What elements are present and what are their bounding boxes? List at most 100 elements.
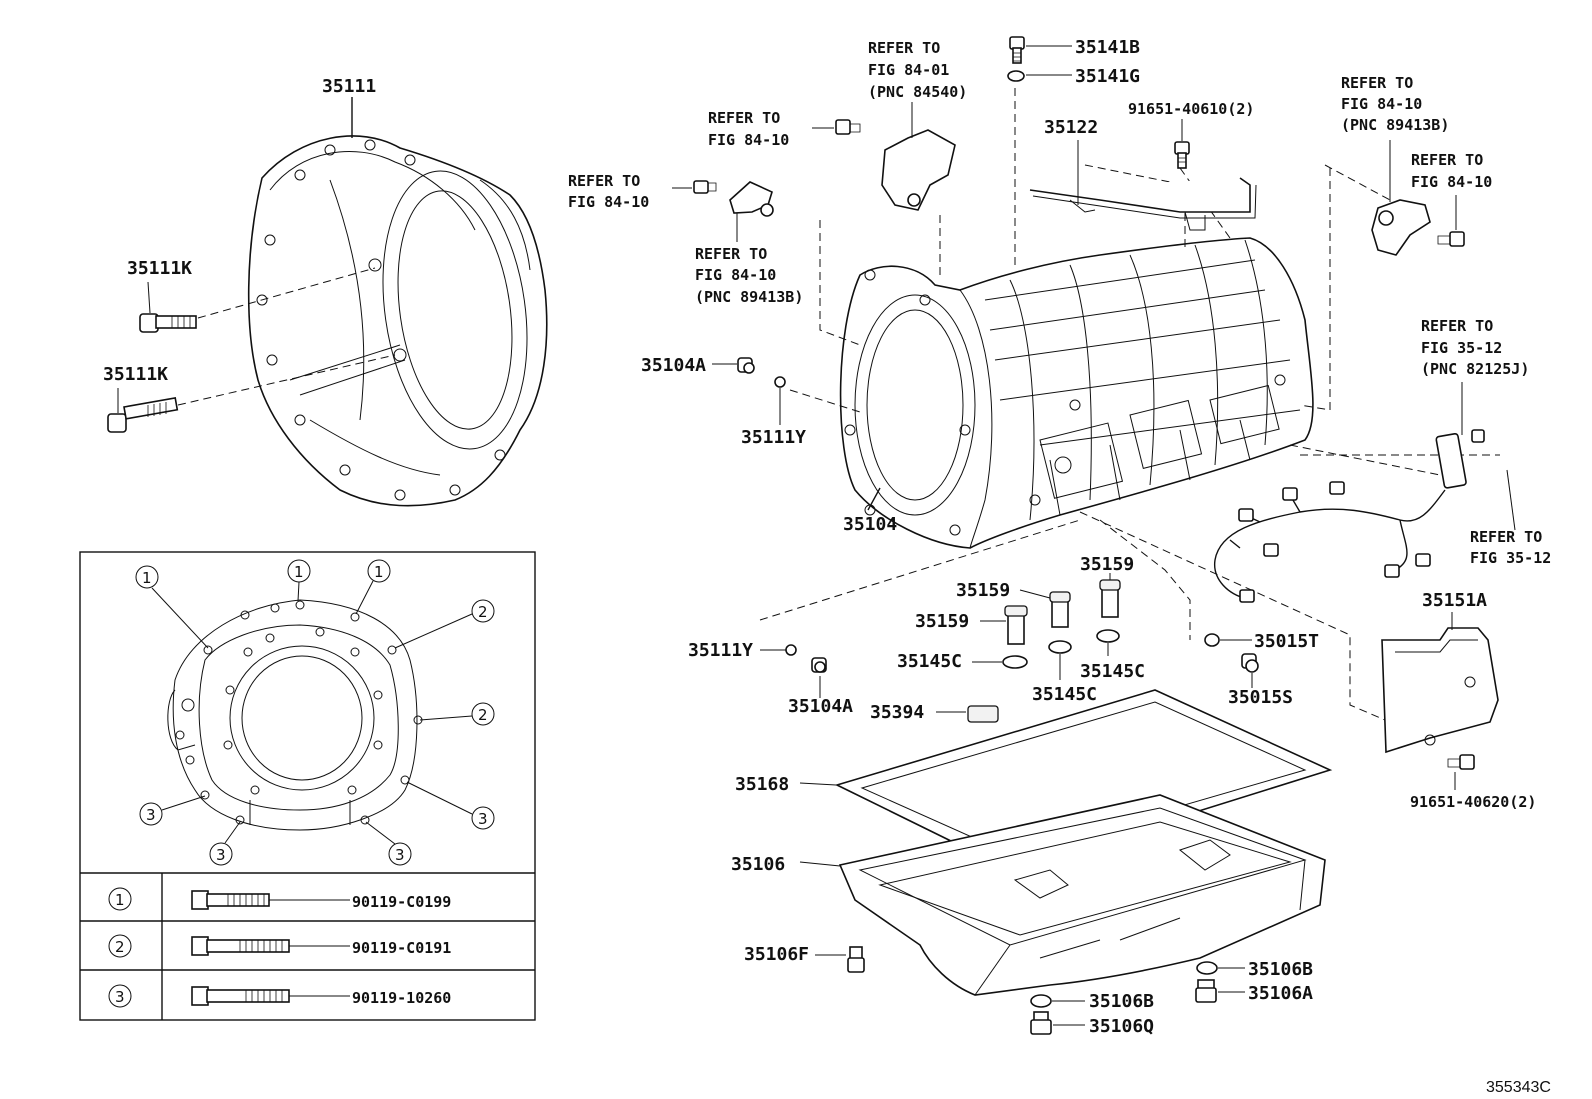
- magnet-35106f: [847, 946, 865, 973]
- o-ring-35111y-lower: [785, 644, 797, 656]
- solenoid-35159-b: [1049, 591, 1071, 628]
- svg-text:3: 3: [216, 846, 226, 864]
- legend-part-2: 90119-C0191: [352, 939, 451, 957]
- bolt-91651-40610: [1174, 141, 1190, 169]
- svg-text:3: 3: [146, 806, 156, 824]
- label-35111y-lower: 35111Y: [688, 640, 753, 661]
- plug-35015s: [1241, 653, 1259, 673]
- plug-35104a-upper: [737, 357, 755, 374]
- filter-35394: [967, 705, 999, 723]
- label-35106b-right: 35106B: [1248, 959, 1313, 980]
- ref-fig-84-10-e-l2: FIG 84-10: [1411, 173, 1492, 191]
- oil-tube-35122: [1029, 177, 1257, 231]
- ref-fig-84-10-c-l1: REFER TO: [695, 245, 767, 263]
- label-35159-a: 35159: [915, 611, 969, 632]
- seal-35145c-a: [1002, 655, 1028, 669]
- label-35106b-bottom: 35106B: [1089, 991, 1154, 1012]
- label-35394: 35394: [870, 702, 924, 723]
- drain-plug-35106q: [1030, 1011, 1052, 1035]
- ref-fig-84-10-d-l2: FIG 84-10: [1341, 95, 1422, 113]
- label-91651-40620: 91651-40620(2): [1410, 793, 1536, 811]
- ref-fig-35-12-a-l2: FIG 35-12: [1421, 339, 1502, 357]
- ref-fig-84-10-b-l2: FIG 84-10: [568, 193, 649, 211]
- washer-35141g: [1007, 70, 1025, 82]
- drain-plug-35106a: [1195, 979, 1217, 1003]
- ref-fig-84-01-l3: (PNC 84540): [868, 83, 967, 101]
- bolt-91651-40620: [1447, 754, 1475, 770]
- label-35145c-b: 35145C: [1080, 661, 1145, 682]
- cover-35151a: [1381, 627, 1499, 754]
- ref-fig-35-12-a-l3: (PNC 82125J): [1421, 360, 1529, 378]
- plug-35104a-lower: [811, 657, 827, 673]
- ref-fig-84-10-a-l1: REFER TO: [708, 109, 780, 127]
- label-35159-c: 35159: [1080, 554, 1134, 575]
- o-ring-35015t: [1204, 633, 1220, 647]
- ref-fig-84-10-b-l1: REFER TO: [568, 172, 640, 190]
- wiring-harness: [1214, 429, 1485, 603]
- svg-text:2: 2: [478, 603, 488, 621]
- legend-part-1: 90119-C0199: [352, 893, 451, 911]
- oil-pan-35106: [838, 794, 1326, 996]
- gasket-35106b-right: [1196, 961, 1218, 975]
- transmission-case-35104: [839, 237, 1314, 549]
- transmission-housing-35111: [247, 135, 548, 507]
- bolt-35111k-lower: [107, 397, 179, 433]
- svg-text:3: 3: [395, 846, 405, 864]
- ref-fig-84-10-d-l1: REFER TO: [1341, 74, 1413, 92]
- legend-part-3: 90119-10260: [352, 989, 451, 1007]
- speed-sensor-middle: [835, 119, 956, 211]
- label-35145c-c: 35145C: [1032, 684, 1097, 705]
- label-35106: 35106: [731, 854, 785, 875]
- label-91651-40610: 91651-40610(2): [1128, 100, 1254, 118]
- seal-35145c-b: [1096, 629, 1120, 643]
- label-35111y-upper: 35111Y: [741, 427, 806, 448]
- svg-text:3: 3: [478, 810, 488, 828]
- bolt-right-sensor: [1437, 231, 1465, 247]
- ref-fig-35-12-b-l1: REFER TO: [1470, 528, 1542, 546]
- svg-text:3: 3: [115, 988, 125, 1006]
- label-35111k-a: 35111K: [127, 258, 192, 279]
- label-35015s: 35015S: [1228, 687, 1293, 708]
- bolt-location-inset: 1 1 1 2 2 3 3 3 3 1 90119-C0199 2 90119-…: [79, 551, 536, 1021]
- solenoid-35159-a: [1004, 605, 1028, 645]
- ref-fig-84-10-c-l2: FIG 84-10: [695, 266, 776, 284]
- gasket-35106b-bottom: [1030, 994, 1052, 1008]
- bolt-35141b: [1009, 36, 1025, 64]
- label-35159-b: 35159: [956, 580, 1010, 601]
- label-35104a-lower: 35104A: [788, 696, 853, 717]
- svg-text:2: 2: [115, 938, 125, 956]
- label-35106q: 35106Q: [1089, 1016, 1154, 1037]
- speed-sensor-right: [1371, 199, 1431, 256]
- label-35168: 35168: [735, 774, 789, 795]
- label-35104: 35104: [843, 514, 897, 535]
- ref-fig-84-10-e-l1: REFER TO: [1411, 151, 1483, 169]
- label-35015t: 35015T: [1254, 631, 1319, 652]
- label-35111: 35111: [322, 76, 376, 97]
- speed-sensor-left: [693, 180, 774, 217]
- solenoid-35159-c: [1099, 579, 1121, 618]
- label-35141b: 35141B: [1075, 37, 1140, 58]
- svg-text:1: 1: [142, 569, 152, 587]
- label-35111k-b: 35111K: [103, 364, 168, 385]
- bolt-35111k-upper: [139, 313, 197, 333]
- ref-fig-84-01-l1: REFER TO: [868, 39, 940, 57]
- label-35106f: 35106F: [744, 944, 809, 965]
- svg-text:1: 1: [294, 563, 304, 581]
- ref-fig-35-12-b-l2: FIG 35-12: [1470, 549, 1551, 567]
- label-35122: 35122: [1044, 117, 1098, 138]
- ref-fig-35-12-a-l1: REFER TO: [1421, 317, 1493, 335]
- label-35104a-upper: 35104A: [641, 355, 706, 376]
- ref-fig-84-10-a-l2: FIG 84-10: [708, 131, 789, 149]
- label-35151a: 35151A: [1422, 590, 1487, 611]
- ref-fig-84-01-l2: FIG 84-01: [868, 61, 949, 79]
- svg-text:2: 2: [478, 706, 488, 724]
- diagram-id: 355343C: [1486, 1079, 1551, 1096]
- seal-35145c-c: [1048, 640, 1072, 654]
- label-35145c-a: 35145C: [897, 651, 962, 672]
- svg-text:1: 1: [115, 891, 125, 909]
- ref-fig-84-10-d-l3: (PNC 89413B): [1341, 116, 1449, 134]
- label-35141g: 35141G: [1075, 66, 1140, 87]
- label-35106a: 35106A: [1248, 983, 1313, 1004]
- ref-fig-84-10-c-l3: (PNC 89413B): [695, 288, 803, 306]
